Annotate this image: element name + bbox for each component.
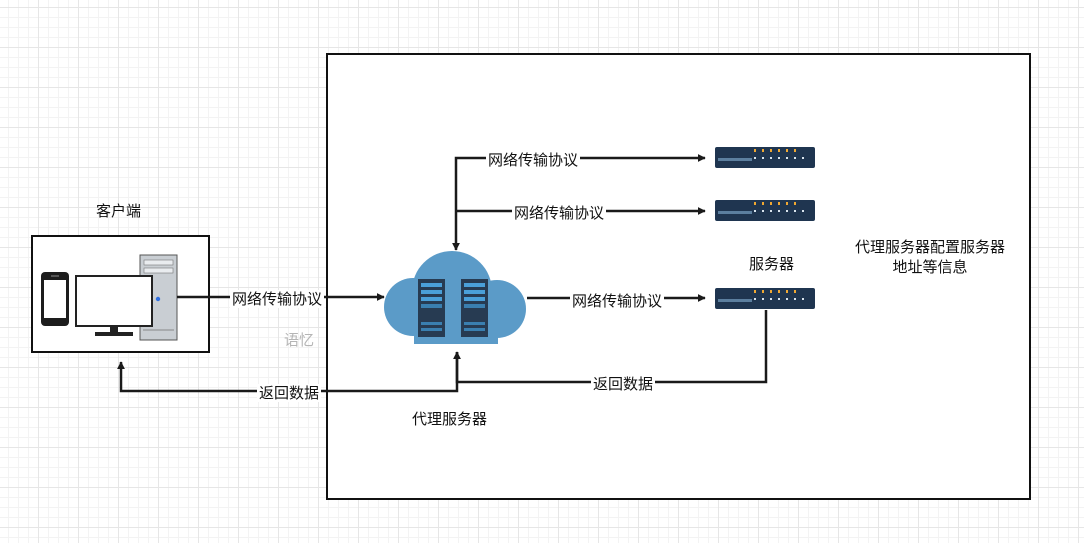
network-server-icon [715, 288, 815, 309]
proxy-config-note: 代理服务器配置服务器地址等信息 [854, 238, 1005, 276]
edge-label-proxy-to-server-1: 网络传输协议 [486, 151, 581, 169]
edge-label-proxy-to-server-2: 网络传输协议 [512, 204, 607, 222]
edge-label-return-to-proxy: 返回数据 [591, 375, 656, 393]
edge-label-client-to-proxy: 网络传输协议 [230, 290, 325, 308]
server-rack-icon [418, 279, 445, 337]
server-label: 服务器 [749, 255, 795, 273]
network-server-icon [715, 200, 815, 221]
client-label: 客户端 [96, 202, 142, 220]
proxy-label: 代理服务器 [412, 410, 488, 428]
network-server-icon [715, 147, 815, 168]
phone-icon [41, 272, 69, 326]
watermark-text: 语忆 [284, 331, 315, 349]
monitor-icon [75, 275, 153, 336]
edge-label-return-to-client: 返回数据 [257, 384, 322, 402]
server-rack-icon [461, 279, 488, 337]
edge-proxy-to-server-1 [452, 154, 706, 251]
edge-label-proxy-to-server-3: 网络传输协议 [570, 292, 665, 310]
